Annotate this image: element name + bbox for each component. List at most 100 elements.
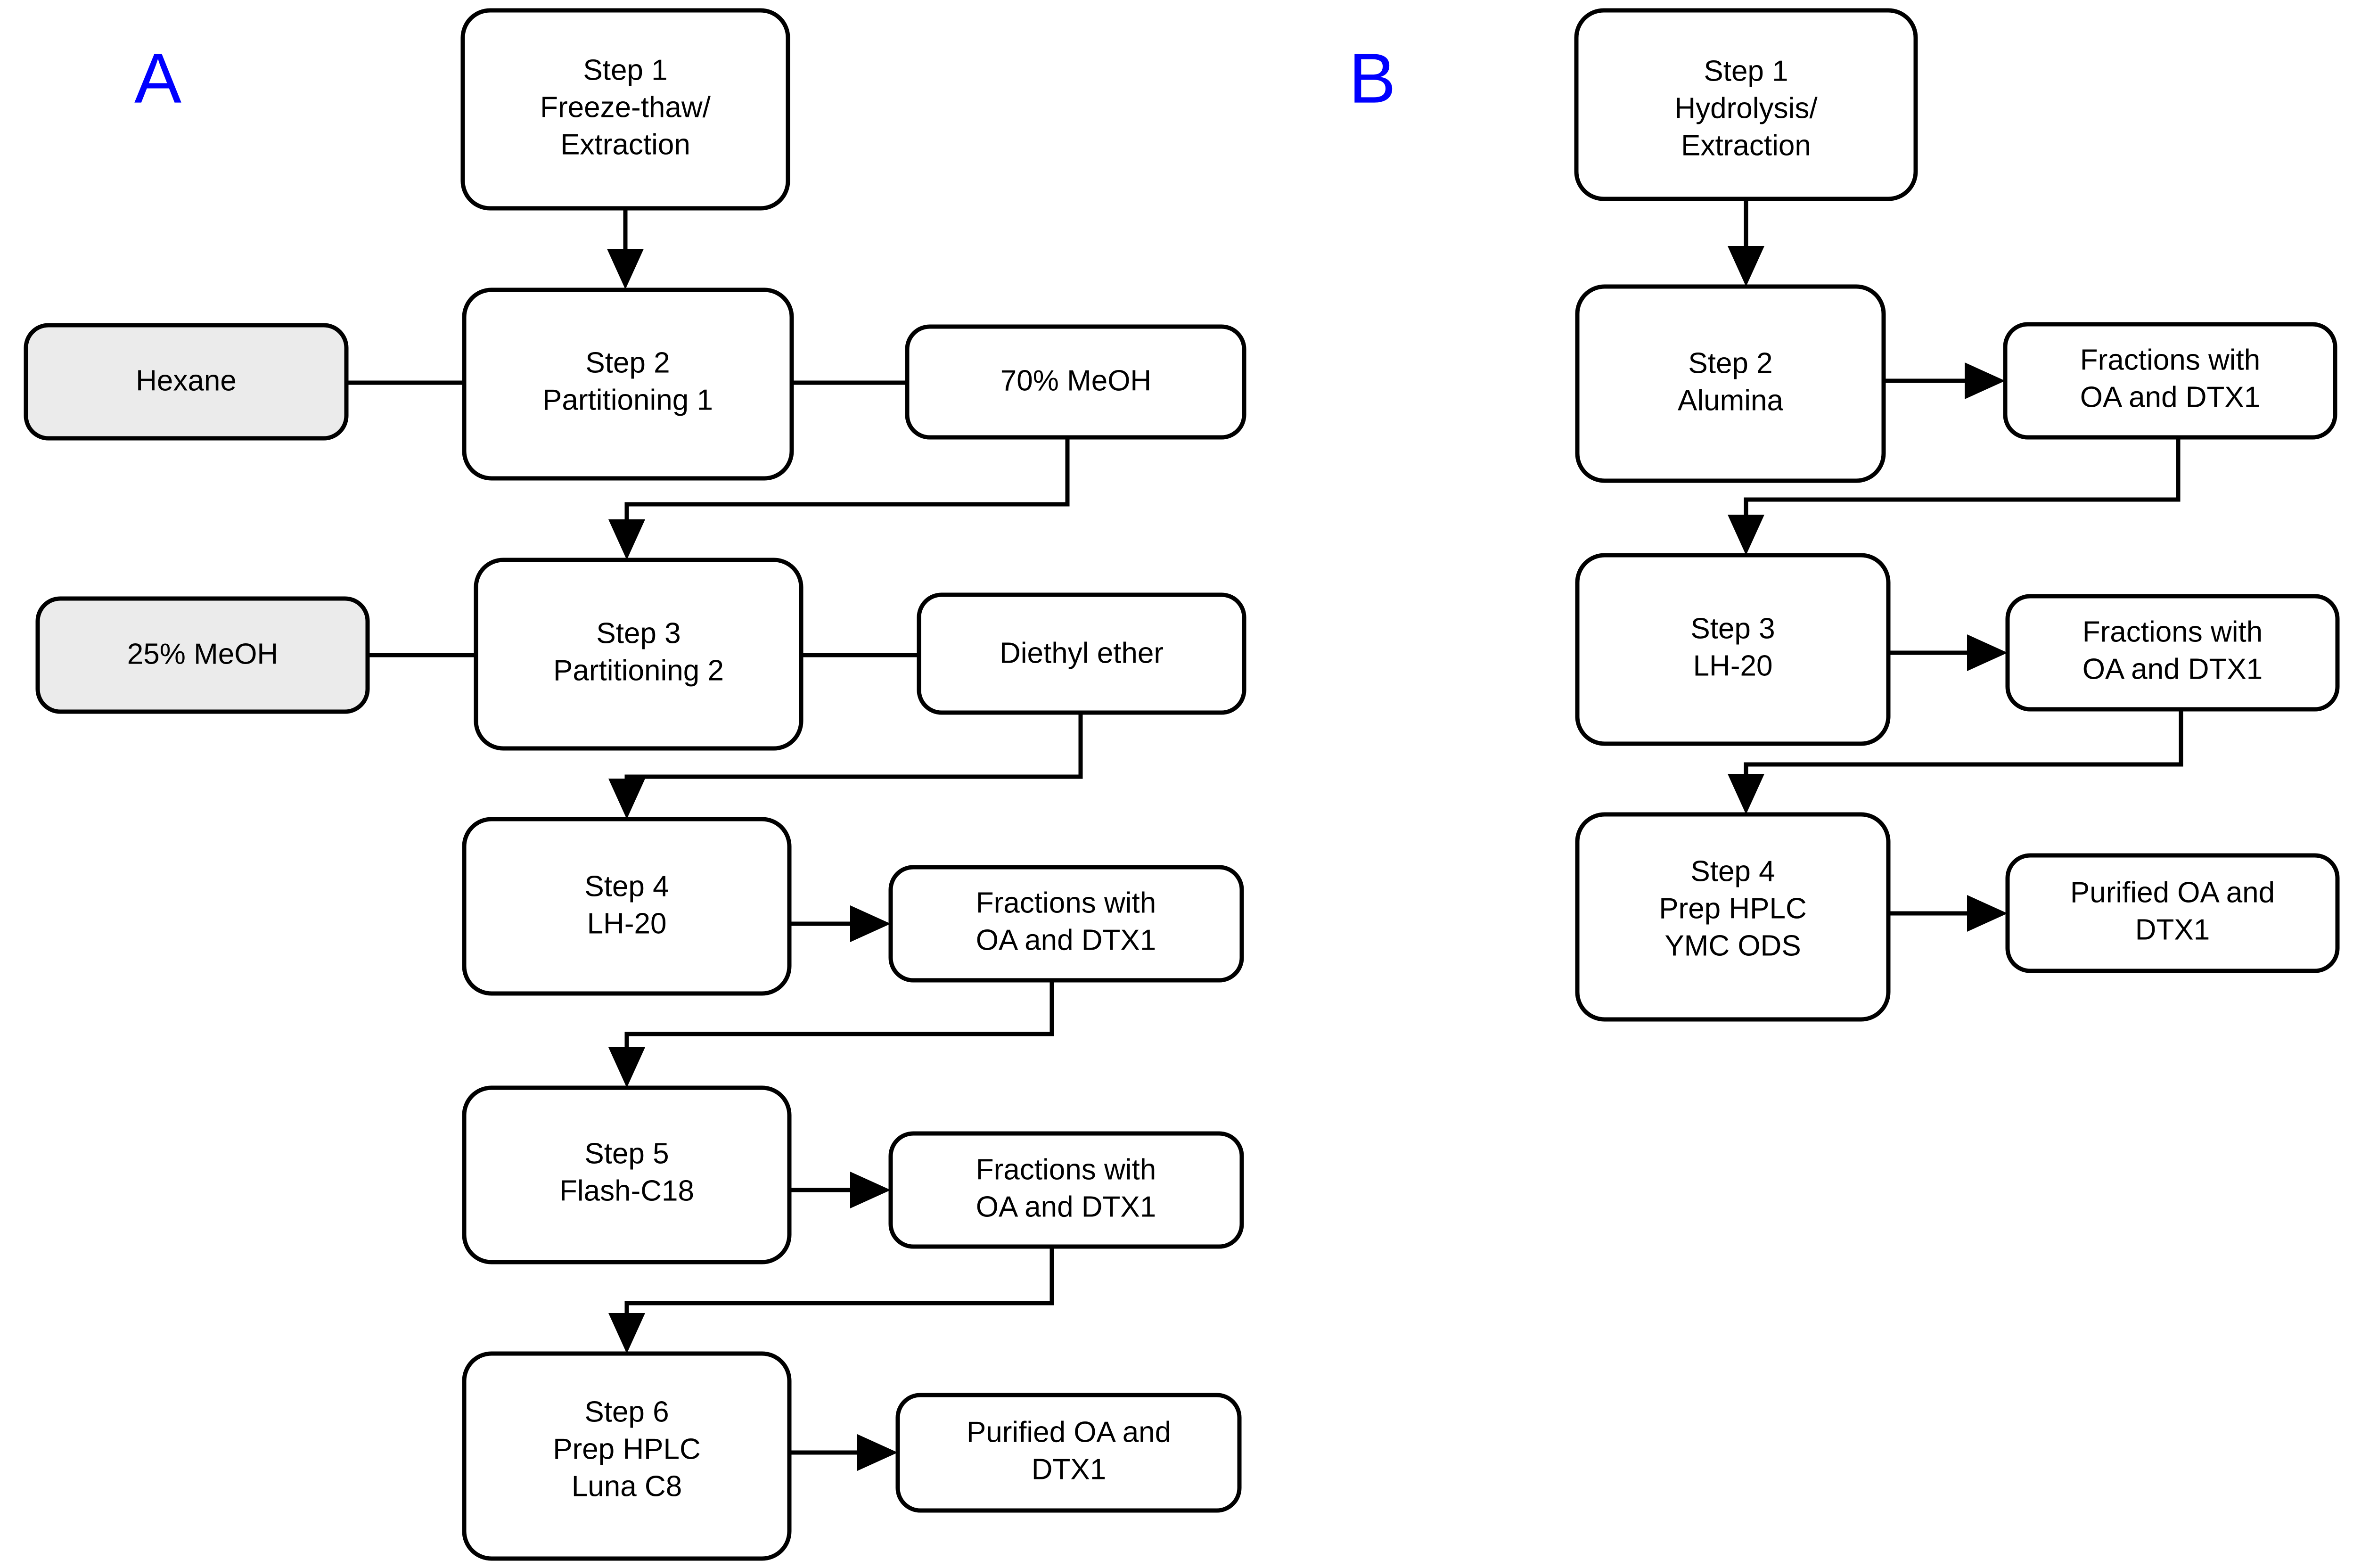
node-b-step4[interactable]: Step 4 Prep HPLC YMC ODS — [1575, 812, 1891, 1022]
node-b-purified-box — [2005, 853, 2340, 973]
arrowhead-b-step2-fractions — [1965, 362, 2005, 399]
node-a-step5-fractions-box — [888, 1131, 1244, 1249]
node-a-step3[interactable]: Step 3 Partitioning 2 — [474, 558, 803, 751]
node-b-step4-line-3: YMC ODS — [1664, 929, 1801, 962]
panel-a: A Step 1 Freeze-thaw/ Extraction Hexane … — [24, 8, 1246, 1561]
edge-a-step5-to-fractions — [789, 1172, 891, 1208]
edge-b-step1-to-step2 — [1728, 199, 1764, 287]
node-a-step6-line-1: Step 6 — [584, 1396, 669, 1428]
node-a-step4-fractions-line-2: OA and DTX1 — [976, 924, 1156, 956]
edge-a-step4-to-step5 — [608, 980, 1054, 1088]
node-a-70-meoh[interactable]: 70% MeOH — [905, 324, 1246, 440]
node-b-step1-line-2: Hydrolysis/ — [1674, 92, 1818, 124]
node-a-70-meoh-label: 70% MeOH — [1000, 364, 1151, 397]
edge-b-step3-to-fractions — [1888, 634, 2008, 671]
node-a-step5-fractions-line-1: Fractions with — [976, 1153, 1156, 1186]
node-a-step4-fractions[interactable]: Fractions with OA and DTX1 — [888, 865, 1244, 983]
node-a-diethyl-ether[interactable]: Diethyl ether — [917, 592, 1246, 715]
node-b-step1-line-3: Extraction — [1681, 129, 1811, 162]
arrowhead-b-step4-purified — [1967, 895, 2008, 932]
node-b-step2-box — [1575, 284, 1886, 483]
node-a-step5-fractions[interactable]: Fractions with OA and DTX1 — [888, 1131, 1244, 1249]
node-a-purified[interactable]: Purified OA and DTX1 — [895, 1393, 1242, 1513]
edge-b-step2-to-step3 — [1728, 437, 2181, 555]
node-b-step1[interactable]: Step 1 Hydrolysis/ Extraction — [1574, 8, 1918, 201]
node-b-step4-line-1: Step 4 — [1690, 855, 1775, 887]
node-a-step4-fractions-line-1: Fractions with — [976, 887, 1156, 919]
node-b-step2-line-2: Alumina — [1678, 384, 1784, 417]
node-a-25-meoh-label: 25% MeOH — [127, 638, 278, 670]
arrowhead-a-step2-step3 — [608, 519, 645, 560]
node-a-hexane[interactable]: Hexane — [24, 323, 349, 441]
node-a-step4-line-2: LH-20 — [587, 907, 667, 940]
node-a-step2-line-1: Step 2 — [585, 346, 670, 379]
node-a-step1[interactable]: Step 1 Freeze-thaw/ Extraction — [460, 8, 790, 211]
arrowhead-a-step1-step2 — [607, 249, 644, 289]
node-b-step3-line-2: LH-20 — [1693, 649, 1773, 682]
node-a-step2[interactable]: Step 2 Partitioning 1 — [462, 287, 794, 481]
node-b-step3-fractions[interactable]: Fractions with OA and DTX1 — [2005, 594, 2340, 712]
node-b-step3-fractions-line-2: OA and DTX1 — [2082, 653, 2263, 685]
arrowhead-a-step6-purified — [857, 1434, 898, 1471]
node-b-step2-line-1: Step 2 — [1688, 347, 1772, 379]
node-b-step1-line-1: Step 1 — [1704, 55, 1788, 87]
node-b-purified-line-1: Purified OA and — [2070, 876, 2275, 909]
arrowhead-b-step2-step3 — [1728, 515, 1764, 555]
arrowhead-a-step5-step6 — [608, 1313, 645, 1354]
edge-a-step4-to-fractions — [789, 905, 891, 942]
arrowhead-b-step3-fractions — [1967, 634, 2008, 671]
edge-a-step5-to-step6 — [608, 1247, 1054, 1354]
arrowhead-a-step3-step4 — [608, 779, 645, 819]
edge-b-step4-to-purified — [1888, 895, 2008, 932]
node-a-step5-box — [462, 1085, 792, 1264]
panel-label-b: B — [1349, 39, 1396, 118]
node-a-diethyl-ether-label: Diethyl ether — [1000, 637, 1164, 669]
node-b-purified-line-2: DTX1 — [2135, 913, 2210, 946]
edge-b-step2-to-fractions — [1884, 362, 2005, 399]
node-a-step4-line-1: Step 4 — [584, 870, 669, 903]
edge-a-step1-to-step2 — [607, 208, 644, 289]
node-a-step6-line-3: Luna C8 — [572, 1470, 682, 1502]
arrowhead-a-step5-fractions — [850, 1172, 891, 1208]
node-b-step2[interactable]: Step 2 Alumina — [1575, 284, 1886, 483]
node-a-step6[interactable]: Step 6 Prep HPLC Luna C8 — [462, 1351, 792, 1561]
node-a-step1-line-1: Step 1 — [583, 54, 667, 86]
node-b-step3-box — [1575, 553, 1891, 746]
panel-label-a: A — [134, 39, 181, 118]
arrowhead-b-step3-step4 — [1728, 774, 1764, 814]
node-a-step5[interactable]: Step 5 Flash-C18 — [462, 1085, 792, 1264]
node-a-step2-line-2: Partitioning 1 — [542, 384, 713, 416]
edge-a-step3-to-step4 — [608, 713, 1083, 819]
node-a-step5-line-1: Step 5 — [584, 1137, 669, 1170]
edge-a-step2-to-step3 — [608, 437, 1070, 560]
arrowhead-a-step4-step5 — [608, 1047, 645, 1088]
node-a-step4[interactable]: Step 4 LH-20 — [462, 817, 792, 996]
node-b-step2-fractions-line-2: OA and DTX1 — [2080, 381, 2261, 413]
arrowhead-b-step1-step2 — [1728, 246, 1764, 287]
node-a-step1-line-2: Freeze-thaw/ — [540, 91, 711, 123]
node-b-purified[interactable]: Purified OA and DTX1 — [2005, 853, 2340, 973]
node-a-purified-line-1: Purified OA and — [967, 1416, 1171, 1448]
node-a-step6-line-2: Prep HPLC — [553, 1433, 701, 1465]
node-a-step6-box — [462, 1351, 792, 1561]
node-a-purified-box — [895, 1393, 1242, 1513]
node-b-step2-fractions[interactable]: Fractions with OA and DTX1 — [2003, 322, 2337, 440]
node-a-step3-line-2: Partitioning 2 — [553, 654, 724, 687]
edge-b-step3-to-step4 — [1728, 709, 2183, 814]
node-a-25-meoh[interactable]: 25% MeOH — [35, 596, 370, 714]
arrowhead-a-step4-fractions — [850, 905, 891, 942]
node-a-step4-box — [462, 817, 792, 996]
node-b-step4-line-2: Prep HPLC — [1659, 892, 1807, 925]
node-b-step2-fractions-line-1: Fractions with — [2080, 344, 2260, 376]
node-a-step5-fractions-line-2: OA and DTX1 — [976, 1190, 1156, 1223]
node-a-step5-line-2: Flash-C18 — [559, 1174, 694, 1207]
node-b-step3[interactable]: Step 3 LH-20 — [1575, 553, 1891, 746]
edge-a-step6-to-purified — [789, 1434, 898, 1471]
node-b-step3-fractions-line-1: Fractions with — [2082, 616, 2263, 648]
node-a-purified-line-2: DTX1 — [1032, 1453, 1106, 1486]
node-a-step3-line-1: Step 3 — [596, 617, 680, 649]
panel-b: B Step 1 Hydrolysis/ Extraction Step 2 A… — [1349, 8, 2340, 1022]
node-b-step3-line-1: Step 3 — [1690, 612, 1775, 645]
